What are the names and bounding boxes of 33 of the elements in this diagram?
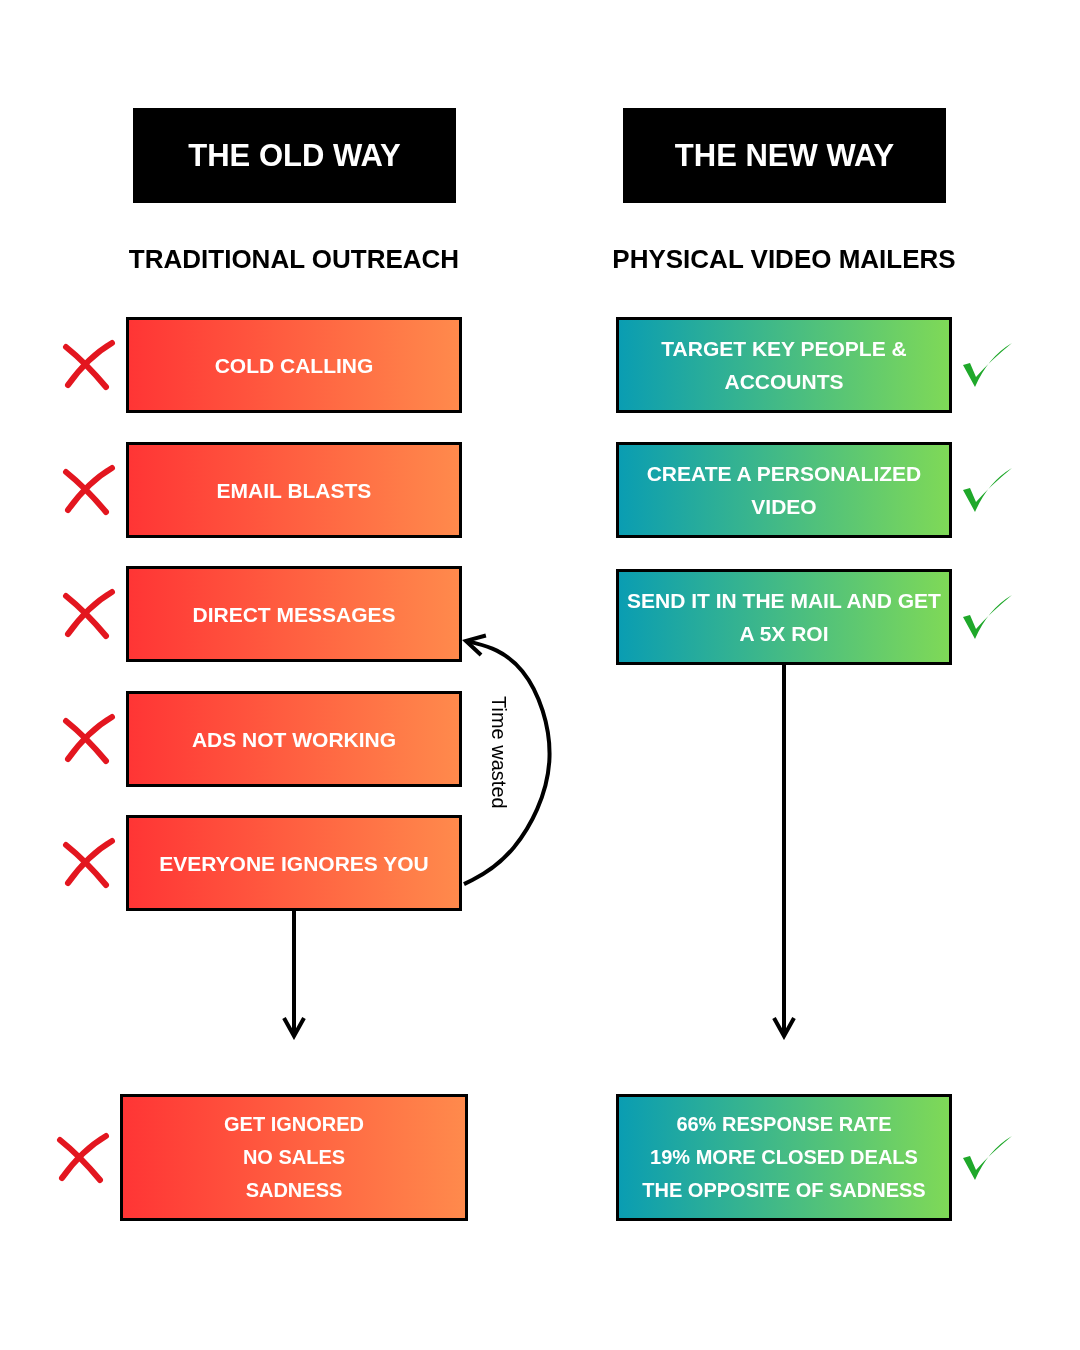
box-text: ADS NOT WORKING [191,726,397,753]
box-text: 66% RESPONSE RATE [676,1112,892,1137]
box-text: SADNESS [245,1178,343,1203]
arrow [772,665,796,1038]
process-box [616,317,952,413]
arrow [282,911,306,1038]
process-box [616,569,952,665]
box-text: 19% MORE CLOSED DEALS [650,1145,918,1170]
process-box [120,1094,468,1221]
header-text: THE NEW WAY [674,137,895,174]
process-box [126,317,462,413]
box-text: NO SALES [242,1145,346,1170]
process-box [616,442,952,538]
box-text: TARGET KEY PEOPLE & ACCOUNTS [660,336,908,395]
process-box [126,566,462,662]
box-text: EMAIL BLASTS [216,477,372,504]
process-box [126,691,462,787]
column-heading: PHYSICAL VIDEO MAILERS [612,244,956,275]
box-text: DIRECT MESSAGES [192,601,396,628]
header-box [133,108,456,203]
arrow [463,633,552,886]
header-box [623,108,946,203]
box-text: COLD CALLING [214,352,374,379]
box-text: SEND IT IN THE MAIL AND GET A 5X ROI [626,588,942,647]
header-text: THE OLD WAY [188,137,401,174]
column-heading: TRADITIONAL OUTREACH [128,244,460,275]
process-box [126,815,462,911]
process-box [616,1094,952,1221]
process-box [126,442,462,538]
box-text: GET IGNORED [224,1112,364,1137]
box-text: THE OPPOSITE OF SADNESS [642,1178,926,1203]
box-text: EVERYONE IGNORES YOU [159,850,429,877]
box-text: CREATE A PERSONALIZED VIDEO [645,461,923,520]
